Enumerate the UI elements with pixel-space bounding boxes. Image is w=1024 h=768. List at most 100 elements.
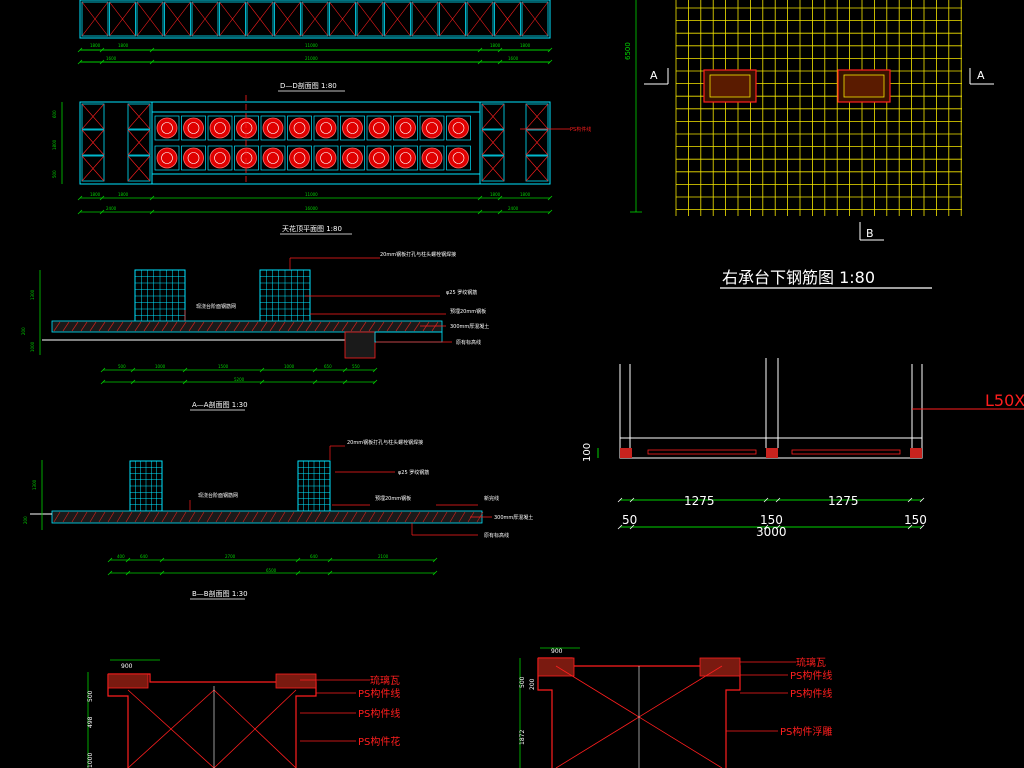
dd-panel-12 (411, 1, 439, 37)
light-frame-1-4 (260, 145, 286, 171)
light-frame-1-10 (419, 145, 445, 171)
bottom-left-elevation: 900 1000 498 500 琉璃瓦 PS构件线 PS构件线 PS构件花 (87, 659, 400, 768)
section-marker-b: B (866, 227, 874, 240)
dim-tick-3-1 (259, 379, 265, 385)
aaSlabHatch-stroke-180 (233, 321, 241, 332)
bb-label-2: φ25 罗纹钢筋 (398, 469, 429, 476)
light-fixture-0-1 (183, 117, 204, 139)
dd-panel-5 (219, 1, 246, 37)
aaSlabHatch-stroke-261 (314, 321, 322, 332)
dim-tick-2-1 (182, 379, 188, 385)
light-fixture-1-11 (448, 147, 469, 169)
light-ring-0-5 (293, 122, 306, 134)
dim-tick-5-0 (547, 47, 553, 53)
rebar-section-support-right (910, 448, 922, 458)
light-fixture-0-11 (448, 117, 469, 139)
light-fixture-0-8 (368, 117, 390, 139)
rebar-section-support-mid (766, 448, 778, 458)
rebar-section-support-left (620, 448, 632, 458)
plan-dim-top-4: 1800 (490, 192, 501, 197)
aa-section: 1300 200 1000 20mm钢板打孔与柱头螺栓钢焊接 φ25 罗纹钢筋 … (21, 251, 489, 411)
light-ring-1-4 (267, 152, 279, 164)
dim-tick-3-0 (295, 557, 301, 563)
plan-left-panel-a-2-diag-b (81, 155, 105, 182)
dim-tick-0-1 (77, 59, 83, 65)
dd-dim-5: 1800 (520, 43, 531, 48)
light-ring-1-6 (320, 152, 332, 164)
dim-tick-0-1 (617, 524, 623, 530)
aa-dim-5: 650 (324, 364, 332, 369)
dim-tick-2-1 (149, 59, 155, 65)
aaSlabHatch-stroke-243 (296, 321, 304, 332)
dim-tick-1-0 (99, 47, 105, 53)
bl-left-dim-1: 1000 (87, 753, 94, 768)
bbSlabHatch-stroke-315 (368, 511, 376, 523)
dim-tick-1-1 (130, 379, 136, 385)
aaSlabHatch-stroke-270 (323, 321, 331, 332)
aaSlabHatch-stroke-279 (332, 321, 340, 332)
bb-dim-1: 400 (117, 554, 125, 559)
br-left-dim-3: 200 (529, 678, 536, 690)
plan-dim-bottom-2: 16000 (305, 206, 318, 211)
bbSlabHatch-stroke-342 (395, 511, 403, 523)
light-frame-0-11 (446, 115, 471, 141)
aaSlabHatch-stroke-9 (62, 321, 70, 332)
light-fixture-0-10 (421, 117, 443, 139)
bottom-right-elevation: 900 1872 500 200 琉璃瓦 PS构件线 PS构件线 PS构件浮雕 (519, 647, 832, 768)
bbSlabHatch-stroke-261 (314, 511, 322, 523)
dim-tick-3-0 (775, 497, 781, 503)
bbSlabHatch-stroke-135 (188, 511, 196, 523)
dim-tick-1-1 (125, 570, 131, 576)
aaSlabHatch-stroke-369 (422, 321, 430, 332)
dim-tick-1-1 (99, 209, 105, 215)
light-fixture-1-7 (342, 147, 363, 169)
br-label-4: PS构件浮雕 (780, 725, 832, 738)
rebar-dim-span-left: 1275 (684, 494, 715, 508)
dd-panel-3-diag-b (164, 1, 191, 37)
dd-panel-8-diag-b (301, 1, 329, 37)
dim-tick-0-0 (77, 195, 83, 201)
aaSlabHatch-stroke-108 (161, 321, 169, 332)
dd-panel-6 (246, 1, 274, 37)
aaSlabHatch-stroke-144 (197, 321, 205, 332)
bl-width-dim: 900 (121, 663, 133, 670)
plan-dim-top-3: 11000 (305, 192, 318, 197)
dd-panel-4 (191, 1, 219, 37)
light-frame-0-0 (154, 115, 180, 141)
plan-left-panel-b-2 (127, 155, 151, 182)
light-fixture-1-1 (183, 147, 204, 169)
plan-left-dim-1: 600 (52, 110, 57, 118)
dim-tick-5-0 (432, 557, 438, 563)
dim-tick-4-1 (312, 379, 318, 385)
bbSlabHatch-stroke-0 (53, 511, 61, 523)
dim-tick-4-0 (497, 195, 503, 201)
dim-tick-5-0 (342, 367, 348, 373)
rebar-height-dim: 100 (582, 443, 593, 462)
aaSlabHatch-stroke-225 (278, 321, 286, 332)
aa-dim-2: 1000 (155, 364, 166, 369)
aaSlabHatch-stroke-45 (98, 321, 106, 332)
plan-left-panel-b-2-diag-b (127, 155, 151, 182)
dim-tick-2-0 (149, 195, 155, 201)
rebar-callout-label: L50X (985, 391, 1024, 410)
plan-right-panel-a-1 (481, 129, 505, 156)
light-frame-0-6 (313, 115, 339, 141)
bl-diag-2 (127, 689, 215, 768)
bb-dimension-ticks (107, 557, 438, 576)
light-fixture-0-6 (315, 117, 337, 139)
bb-dim-4: 640 (310, 554, 318, 559)
aa-step-top (374, 331, 443, 343)
dim-tick-2-1 (159, 570, 165, 576)
bbSlabHatch-stroke-396 (449, 511, 457, 523)
aaSlabHatch-stroke-36 (89, 321, 97, 332)
dim-tick-1-0 (99, 195, 105, 201)
bbSlabHatch-stroke-54 (107, 511, 115, 523)
dd-panel-13 (439, 1, 466, 37)
dim-tick-0-0 (100, 367, 106, 373)
dim-tick-1-0 (125, 557, 131, 563)
bbSlabHatch-stroke-108 (161, 511, 169, 523)
light-fixture-0-7 (342, 117, 363, 139)
light-ring-0-4 (267, 122, 279, 134)
light-frame-0-5 (287, 115, 312, 141)
dd-dim-3: 11000 (305, 43, 318, 48)
